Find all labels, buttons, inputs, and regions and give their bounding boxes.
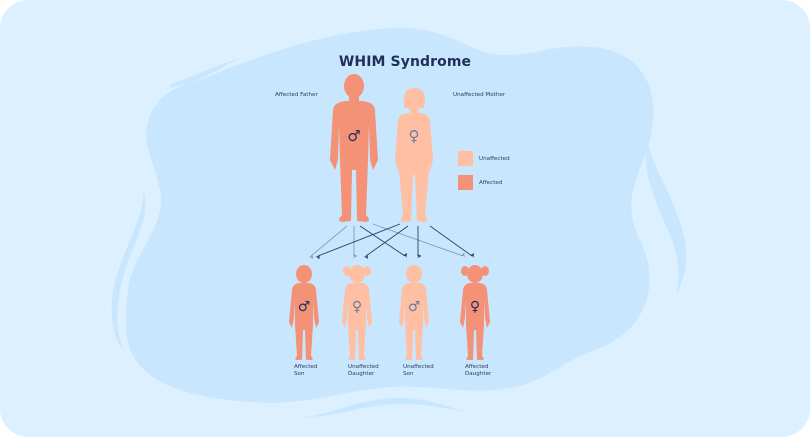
child-relation: Daughter <box>348 371 375 378</box>
child-sex-symbol-2: ♀ <box>352 299 362 315</box>
legend-swatch-unaffected <box>458 151 473 166</box>
legend-affected: Affected <box>458 175 502 190</box>
child-figure-2 <box>342 265 372 360</box>
diagram-title: WHIM Syndrome <box>338 54 472 70</box>
arrow-mother-to-daughter2 <box>429 225 475 259</box>
child-figure-1 <box>289 265 319 360</box>
father-label: Affected Father <box>275 92 318 98</box>
child-relation: Son <box>403 371 414 378</box>
mother-figure <box>395 88 433 222</box>
child-sex-symbol-4: ♀ <box>470 299 480 315</box>
father-sex-symbol: ♂ <box>347 127 360 145</box>
legend-swatch-affected <box>458 175 473 190</box>
mother-sex-symbol: ♀ <box>409 127 420 145</box>
child-status: Unaffected <box>348 364 379 370</box>
child-figure-3 <box>399 265 429 360</box>
mother-label: Unaffected Mother <box>453 92 506 98</box>
father-figure <box>330 74 378 222</box>
child-relation: Son <box>294 371 305 378</box>
child-status: Affected <box>465 364 489 370</box>
arrow-father-to-son2 <box>359 225 407 258</box>
child-figure-4 <box>460 265 490 360</box>
arrow-father-to-son1 <box>308 225 348 259</box>
arrows-mother <box>315 223 475 260</box>
child-sex-symbol-1: ♂ <box>298 299 311 315</box>
child-status: Affected <box>294 364 318 370</box>
child-sex-symbol-3: ♂ <box>408 299 421 315</box>
arrow-mother-to-son1 <box>315 223 401 260</box>
legend-label: Affected <box>479 179 503 186</box>
child-relation: Daughter <box>465 371 492 378</box>
arrow-mother-to-daughter1 <box>363 225 409 259</box>
child-status: Unaffected <box>403 364 434 370</box>
legend-label: Unaffected <box>479 155 510 162</box>
legend-unaffected: Unaffected <box>458 151 510 166</box>
